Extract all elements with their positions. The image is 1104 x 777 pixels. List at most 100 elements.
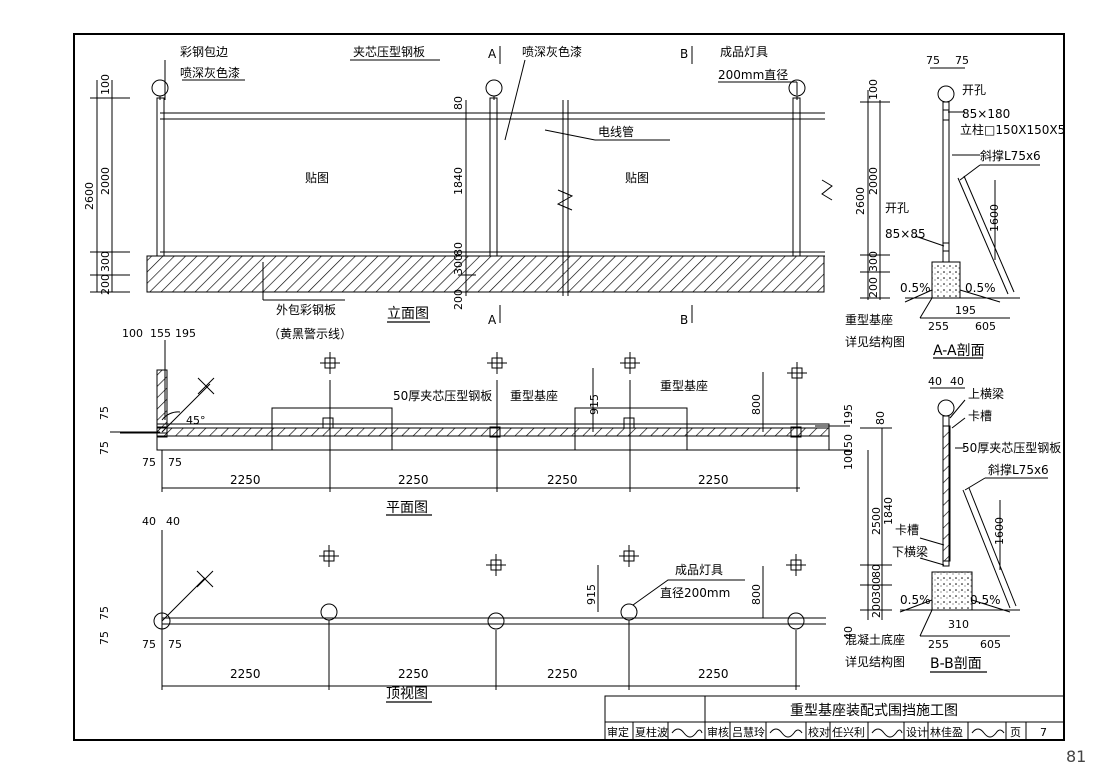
lamp-icon [485, 79, 503, 97]
label-poster: 贴图 [305, 171, 329, 185]
label-panel: 夹芯压型钢板 [353, 45, 425, 59]
signature-icon [671, 728, 703, 738]
concrete-base [931, 571, 973, 611]
label-cladding-note: （黄黑警示线） [268, 326, 352, 341]
title-block [604, 695, 1065, 741]
dim: 75 [98, 606, 111, 620]
dim: 2000 [99, 167, 112, 195]
dim: 300 [99, 251, 112, 272]
tb-name: 任兴利 [832, 726, 865, 739]
dim: 200 [870, 597, 883, 618]
slope-label: 0.5% [900, 281, 931, 295]
sheet-number: 7 [1040, 726, 1047, 739]
label-hole-size: 85×180 [962, 107, 1010, 121]
dim: 915 [588, 394, 601, 415]
label-panel: 50厚夹芯压型钢板 [393, 389, 492, 403]
dim: 155 [150, 327, 171, 340]
dim: 1600 [993, 517, 1006, 545]
elevation-view [90, 46, 833, 323]
label-cladding: 外包彩钢板 [276, 303, 336, 317]
dim: 100 [842, 449, 855, 470]
dim: 40 [142, 515, 156, 528]
sandwich-panel [942, 425, 951, 562]
dim: 40 [928, 375, 942, 388]
lamp-icon [151, 79, 169, 97]
label-brace: 斜撑L75x6 [988, 462, 1049, 477]
dim: 75 [142, 638, 156, 651]
dim-span: 2250 [547, 667, 578, 681]
dim: 195 [955, 304, 976, 317]
dim: 200 [867, 277, 880, 298]
dim: 80 [874, 411, 887, 425]
dim-span: 2250 [547, 473, 578, 487]
dim: 200 [99, 274, 112, 295]
tb-label: 审定 [607, 725, 629, 739]
caption-top-view: 顶视图 [386, 686, 428, 702]
label-base: 重型基座 [660, 378, 708, 393]
label-lamp: 成品灯具 [720, 45, 768, 59]
dim: 75 [98, 441, 111, 455]
label-hole: 开孔 [885, 201, 909, 215]
dim: 80 [452, 242, 465, 256]
tb-name: 吕慧玲 [732, 725, 765, 739]
label-panel: 50厚夹芯压型钢板 [962, 441, 1061, 455]
slope-label: 0.5% [965, 281, 996, 295]
dim: 195 [842, 404, 855, 425]
dim: 2600 [83, 182, 96, 210]
dim-span: 2250 [698, 473, 729, 487]
dim: 255 [928, 320, 949, 333]
tb-label: 审核 [707, 725, 729, 739]
section-mark-a: A [488, 313, 497, 327]
dim: 100 [99, 74, 112, 95]
label-conduit: 电线管 [598, 124, 634, 139]
tb-label: 设计 [906, 726, 928, 739]
dim-span: 2250 [398, 667, 429, 681]
label-lamp-dia: 直径200mm [660, 586, 730, 600]
label-base-note: 详见结构图 [845, 334, 905, 349]
dim: 40 [166, 515, 180, 528]
dim: 800 [750, 394, 763, 415]
angle-label: 45° [186, 414, 206, 427]
dim: 2500 [870, 507, 883, 535]
dim: 100 [122, 327, 143, 340]
dim: 300 [452, 254, 465, 275]
caption-section-a: A-A剖面 [933, 343, 985, 359]
dim: 40 [842, 626, 855, 640]
section-mark-b: B [680, 313, 688, 327]
dim: 80 [452, 96, 465, 110]
dim-span: 2250 [230, 473, 261, 487]
section-a-view [860, 67, 1040, 359]
tb-label: 校对 [808, 725, 830, 739]
label-base: 重型基座 [845, 312, 893, 327]
tb-label: 页 [1010, 726, 1021, 739]
signature-icon [971, 728, 1005, 738]
label-lamp: 成品灯具 [675, 563, 723, 577]
dim: 150 [842, 434, 855, 455]
top-view [153, 530, 826, 703]
lamp-icon [937, 85, 955, 103]
label-base: 混凝土底座 [845, 632, 905, 647]
label-post: 立柱□150X150X5 [960, 122, 1065, 137]
caption-section-b: B-B剖面 [930, 656, 982, 672]
label-slot: 卡槽 [895, 523, 919, 537]
dim: 1840 [452, 167, 465, 195]
section-mark-a: A [488, 47, 497, 61]
label-base-note: 详见结构图 [845, 654, 905, 669]
label-hole: 开孔 [962, 83, 986, 97]
label-beam: 下横梁 [892, 544, 928, 559]
dim: 1600 [988, 204, 1001, 232]
dim: 800 [750, 584, 763, 605]
dim: 1840 [882, 497, 895, 525]
dim: 300 [870, 577, 883, 598]
caption-plan: 平面图 [386, 500, 428, 516]
dim: 100 [867, 79, 880, 100]
dim: 310 [948, 618, 969, 631]
heavy-base [931, 261, 961, 299]
dim: 2000 [867, 167, 880, 195]
slope-label: 0.5% [900, 593, 931, 607]
dim: 75 [142, 456, 156, 469]
dim: 195 [175, 327, 196, 340]
dim: 915 [585, 584, 598, 605]
column-marker [320, 352, 807, 384]
